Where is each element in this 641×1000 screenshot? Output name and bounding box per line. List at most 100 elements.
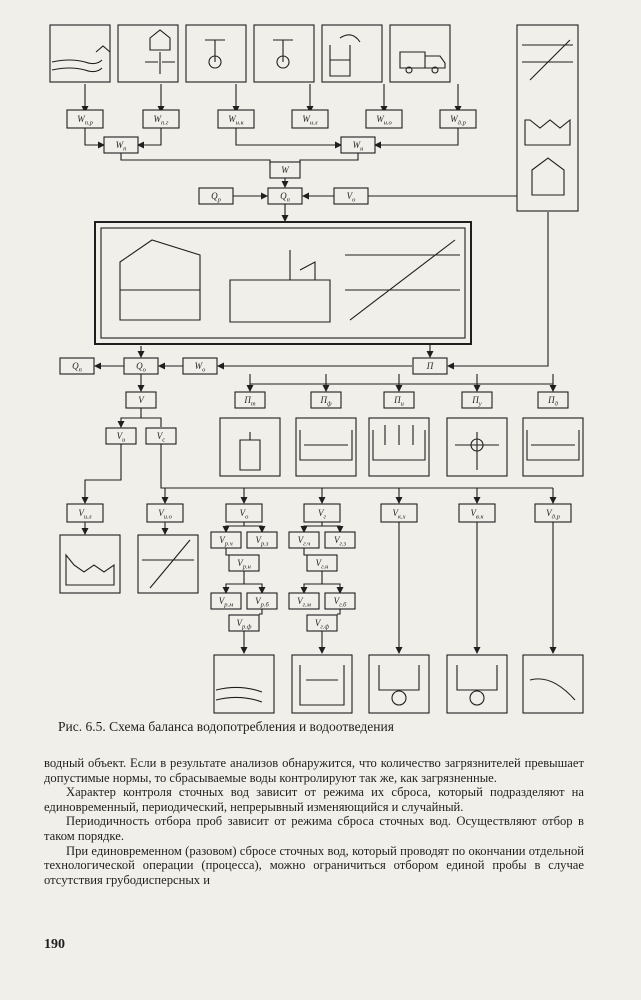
house-icon	[531, 157, 565, 196]
flow-line	[137, 128, 162, 149]
flow-line	[225, 548, 229, 556]
box-label: Wн.к	[228, 114, 244, 127]
flow-line	[447, 212, 549, 370]
reuse-box-v: V	[125, 391, 157, 409]
box-label: П	[426, 361, 434, 371]
loss-box: Пд	[537, 391, 569, 409]
symbol: V	[240, 508, 247, 518]
source-box: Wн.о	[365, 109, 403, 129]
box-frame	[340, 136, 376, 154]
loss-picture	[295, 417, 357, 477]
flow-line	[300, 522, 323, 533]
source-picture	[253, 24, 315, 83]
box-frame	[210, 592, 242, 610]
box-frame	[288, 531, 320, 549]
box-frame	[182, 357, 218, 375]
box-frame	[383, 391, 415, 409]
subscript: н.л	[310, 120, 318, 127]
box-frame	[365, 109, 403, 129]
o-chain-box: Vр.м	[210, 592, 242, 610]
subscript: о	[352, 197, 356, 204]
box-frame	[145, 427, 177, 445]
g-chain-box: Vг.м	[288, 592, 320, 610]
subscript: ф	[327, 401, 332, 408]
symbol: V	[471, 508, 478, 518]
source-picture	[185, 24, 247, 83]
subscript: г.ф	[320, 624, 329, 631]
symbol: V	[297, 596, 304, 606]
box-frame	[217, 109, 255, 129]
filter-basin-icon	[299, 430, 353, 461]
subscript: р.м	[223, 602, 233, 609]
box-label: Vр.н	[237, 558, 251, 571]
box-label: Qо	[136, 361, 147, 374]
box-frame	[66, 109, 104, 129]
subscript: г	[323, 514, 326, 521]
subscript: г.н	[321, 564, 328, 571]
flow-line	[322, 525, 344, 533]
symbol: V	[158, 508, 165, 518]
box-label: Пд	[547, 395, 559, 408]
sewer-icon	[378, 665, 420, 706]
symbol: V	[334, 535, 341, 545]
symbol: П	[547, 395, 555, 405]
loss-box: Пу	[461, 391, 493, 409]
symbol: W	[450, 114, 459, 124]
symbol: V	[219, 596, 226, 606]
source-box: Wп.р	[66, 109, 104, 129]
box-frame	[228, 614, 260, 632]
box-frame	[105, 427, 137, 445]
field-picture	[137, 534, 199, 594]
drain-icon	[529, 678, 576, 701]
well-icon	[205, 39, 225, 69]
river-wave-icon	[51, 67, 103, 73]
factory-picture	[59, 534, 121, 594]
truck-icon	[399, 51, 446, 69]
box-frame	[306, 554, 338, 572]
flow-line	[259, 609, 263, 615]
outlet-box: Vв.к	[458, 503, 496, 523]
subscript: т	[251, 401, 256, 408]
source-box: Wп.г	[142, 109, 180, 129]
outlet-picture	[446, 654, 508, 714]
source-box: Wд.р	[439, 109, 477, 129]
house-icon	[95, 45, 111, 53]
box-frame	[303, 503, 341, 523]
flow-line	[374, 128, 459, 149]
box-label: Vр.б	[255, 596, 269, 609]
box-label: Vи	[117, 431, 127, 444]
symbol: V	[316, 558, 323, 568]
box-label: Vр.ф	[237, 618, 252, 631]
subscript: г.б	[339, 602, 347, 609]
box-label: Qп	[280, 191, 290, 204]
box-frame	[234, 391, 266, 409]
box-label: Vо	[240, 508, 250, 521]
box-frame	[380, 503, 418, 523]
box-frame	[123, 357, 159, 375]
outlet-picture	[213, 654, 275, 714]
flow-line	[244, 525, 266, 533]
box-frame	[412, 357, 448, 375]
box-label: Wд.р	[450, 114, 466, 127]
irrigation-field-icon	[142, 539, 194, 589]
subscript: в.к	[476, 514, 484, 521]
subscript: п.р	[85, 120, 94, 127]
box-label: Wп.г	[154, 114, 169, 127]
box-label: Vр.ч	[219, 535, 232, 548]
symbol: П	[393, 395, 401, 405]
box-label: Vг.н	[316, 558, 329, 571]
factory-icon	[65, 553, 115, 586]
flow-line	[141, 417, 162, 427]
box-frame	[439, 109, 477, 129]
outlet-box: Vд.р	[534, 503, 572, 523]
subscript: и	[401, 401, 405, 408]
subscript: п.г	[161, 120, 169, 127]
balance-box-qr: Qр	[198, 187, 234, 205]
symbol: V	[315, 618, 322, 628]
box-frame	[306, 614, 338, 632]
subscript: р.ч	[224, 541, 233, 548]
flow-line	[117, 408, 142, 428]
box-label: Vг.б	[334, 596, 348, 609]
box-label: Vи.л	[78, 508, 91, 521]
subscript: г.ч	[303, 541, 310, 548]
